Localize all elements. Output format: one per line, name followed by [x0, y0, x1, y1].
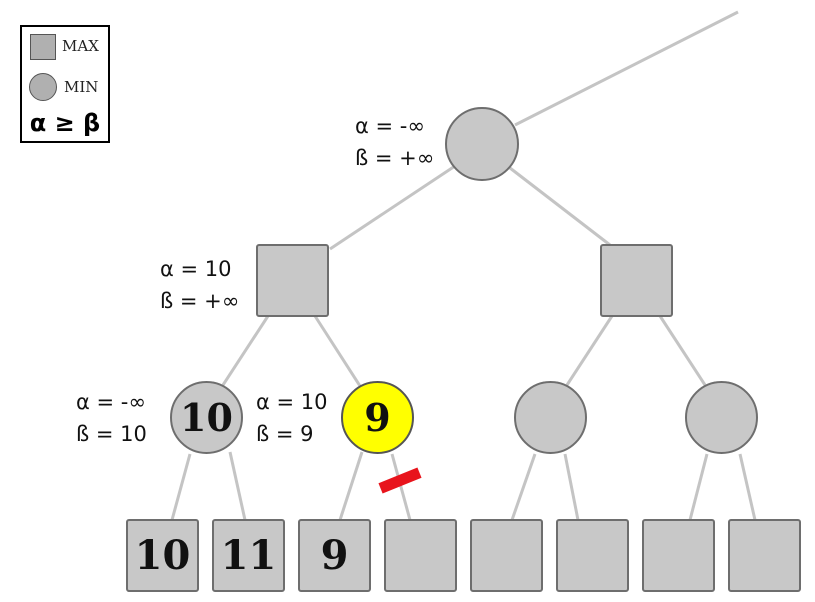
min-2-value: 9 — [364, 394, 391, 440]
edge-maxleft-min1 — [221, 315, 270, 386]
leaf-node-5 — [470, 519, 543, 592]
leaf-3-value: 9 — [320, 531, 349, 579]
leaf-1-value: 10 — [134, 531, 191, 579]
min-2-beta-label: ß = 9 — [256, 422, 314, 446]
max-left-beta-label: ß = +∞ — [160, 289, 240, 313]
min-node-4 — [685, 381, 758, 454]
edge-min2-leaf4-pruned — [390, 453, 412, 521]
edge-min4-leaf7 — [688, 453, 709, 521]
edge-maxleft-min2 — [313, 315, 362, 387]
edge-min1-leaf1 — [170, 453, 192, 521]
leaf-2-value: 11 — [220, 531, 277, 579]
leaf-node-7 — [642, 519, 715, 592]
root-min-node — [445, 107, 519, 181]
edge-min3-leaf5 — [510, 453, 537, 521]
edge-maxright-min3 — [565, 315, 614, 386]
min-circle-icon — [29, 73, 57, 101]
min-1-beta-label: ß = 10 — [76, 422, 147, 446]
leaf-node-6 — [556, 519, 629, 592]
root-beta-label: ß = +∞ — [355, 146, 435, 170]
edge-root-parent — [514, 10, 739, 127]
legend-min-label: MIN — [64, 78, 99, 96]
min-node-2-highlighted: 9 — [341, 381, 414, 454]
max-left-alpha-label: α = 10 — [160, 257, 232, 281]
leaf-node-2: 11 — [212, 519, 285, 592]
legend: MAX MIN α ≥ β — [20, 25, 110, 143]
edge-min3-leaf6 — [563, 453, 580, 521]
edge-min4-leaf8 — [738, 453, 757, 521]
edge-min1-leaf2 — [228, 451, 247, 521]
min-1-value: 10 — [180, 394, 233, 440]
min-2-alpha-label: α = 10 — [256, 390, 328, 414]
edge-root-maxright — [509, 166, 611, 247]
leaf-node-4-pruned — [384, 519, 457, 592]
min-1-alpha-label: α = -∞ — [76, 390, 146, 414]
edge-root-maxleft — [329, 164, 456, 251]
legend-max-label: MAX — [62, 37, 99, 55]
max-node-right — [600, 244, 673, 317]
leaf-node-8 — [728, 519, 801, 592]
edge-min2-leaf3 — [338, 451, 364, 521]
root-alpha-label: α = -∞ — [355, 114, 425, 138]
max-square-icon — [30, 34, 56, 60]
min-node-3 — [514, 381, 587, 454]
leaf-node-1: 10 — [126, 519, 199, 592]
pruning-rule: α ≥ β — [29, 109, 101, 137]
leaf-node-3: 9 — [298, 519, 371, 592]
min-node-1: 10 — [170, 381, 243, 454]
edge-maxright-min4 — [658, 315, 707, 386]
max-node-left — [256, 244, 329, 317]
